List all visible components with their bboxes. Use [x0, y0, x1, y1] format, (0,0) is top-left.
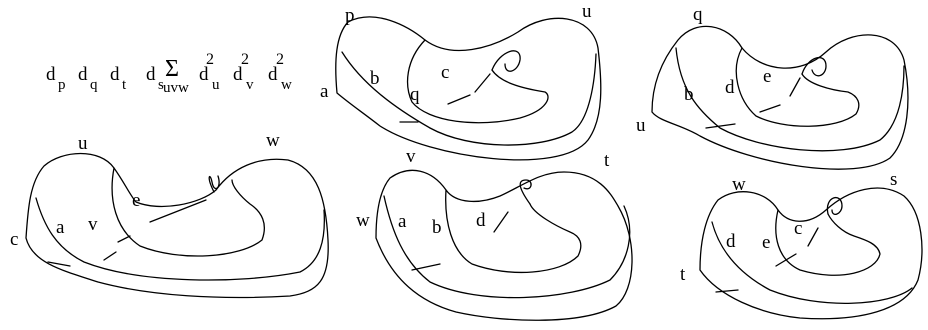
formula-term-8-sub: w [281, 77, 292, 93]
knot-diagram-bottom-right: w s d e c t [680, 169, 923, 320]
strand-inner-2 [445, 189, 582, 273]
label-s: s [890, 169, 897, 190]
formula-term-3-base: d [110, 64, 120, 85]
formula-term-7-base: d [233, 64, 243, 85]
label-u: u [582, 1, 592, 22]
label-w: w [266, 130, 280, 151]
knot-diagram-bottom-middle: v t w a b d [356, 146, 633, 321]
crossing-segment [103, 251, 117, 261]
label-a: a [56, 217, 65, 238]
label-w: w [732, 174, 746, 195]
formula-term-7-sup: 2 [241, 51, 249, 68]
strand-outer [375, 169, 633, 321]
formula-term-6-sup: 2 [206, 51, 214, 68]
label-q: q [693, 4, 703, 25]
label-q: q [410, 84, 420, 105]
label-e: e [132, 190, 140, 211]
formula-term-3-sub: t [122, 77, 127, 93]
label-v: v [88, 214, 98, 235]
crossing-segment [493, 211, 509, 233]
formula-term-6-base: d [199, 64, 209, 85]
strand-inner-1 [675, 47, 905, 152]
formula-sum-sub: uvw [163, 80, 189, 96]
label-d: d [726, 231, 736, 252]
label-d: d [476, 210, 486, 231]
label-b: b [432, 217, 442, 238]
strand-outer [335, 16, 602, 161]
loop-curl [826, 196, 843, 215]
knot-diagram-bottom-left: u w c a v e [10, 130, 329, 299]
strand-inner-1 [711, 221, 913, 304]
label-t: t [680, 264, 686, 285]
label-t: t [604, 150, 610, 171]
label-b: b [370, 68, 380, 89]
formula-term-8-sup: 2 [276, 51, 284, 68]
crossing-segment [447, 94, 471, 105]
formula-term-8-base: d [268, 64, 278, 85]
label-p: p [345, 5, 355, 26]
formula-term-4-base: d [146, 64, 156, 85]
label-c: c [441, 62, 449, 83]
formula-term-2-sub: q [90, 77, 98, 93]
label-u: u [78, 133, 88, 154]
formula-term-1-base: d [46, 64, 56, 85]
crossing-segment [759, 104, 781, 113]
knot-diagram-top-right: q b d e u [636, 4, 909, 170]
strand-inner-2 [406, 39, 549, 124]
strand-inner-2 [775, 209, 881, 276]
loop-curl [491, 50, 521, 72]
label-e: e [762, 232, 770, 253]
formula-term-6-sub: u [212, 77, 220, 93]
crossing-segment [705, 123, 736, 129]
crossing-segment [149, 199, 207, 223]
loop-curl [208, 175, 220, 193]
strand-outer [699, 187, 923, 320]
strand-inner-1 [383, 195, 631, 299]
strand-inner-2 [735, 47, 860, 127]
formula-term-7-sub: v [246, 77, 254, 93]
crossing-segment [715, 289, 739, 293]
formula: d p d q d t d s Σ uvw d u 2 d v 2 d w 2 [46, 51, 292, 96]
crossing-segment [47, 261, 71, 267]
knot-diagram-top-middle: p u a b c q [320, 1, 602, 161]
strand-inner-1 [35, 197, 326, 281]
loop-curl [801, 56, 827, 77]
strand-inner-1 [341, 51, 597, 146]
crossing-segment [474, 73, 491, 93]
formula-term-1-sub: p [58, 77, 66, 93]
strand-inner-2 [111, 167, 265, 257]
crossing-segment [789, 77, 801, 97]
label-b: b [684, 84, 694, 105]
label-c: c [10, 229, 18, 250]
label-v: v [406, 146, 416, 167]
label-u: u [636, 115, 646, 136]
label-d: d [725, 77, 735, 98]
label-e: e [763, 66, 771, 87]
crossing-segment [807, 227, 819, 247]
formula-term-2-base: d [78, 64, 88, 85]
crossing-segment [775, 253, 797, 267]
formula-term-4-sub: s [158, 77, 164, 93]
crossing-segment [117, 235, 131, 243]
crossing-segment [411, 263, 441, 271]
strand-outer [25, 152, 329, 299]
label-c: c [794, 218, 802, 239]
label-a: a [320, 81, 329, 102]
formula-sum-symbol: Σ [165, 56, 179, 82]
label-w: w [356, 210, 370, 231]
label-a: a [398, 211, 407, 232]
loop-curl [519, 179, 532, 205]
strand-outer [651, 25, 909, 170]
